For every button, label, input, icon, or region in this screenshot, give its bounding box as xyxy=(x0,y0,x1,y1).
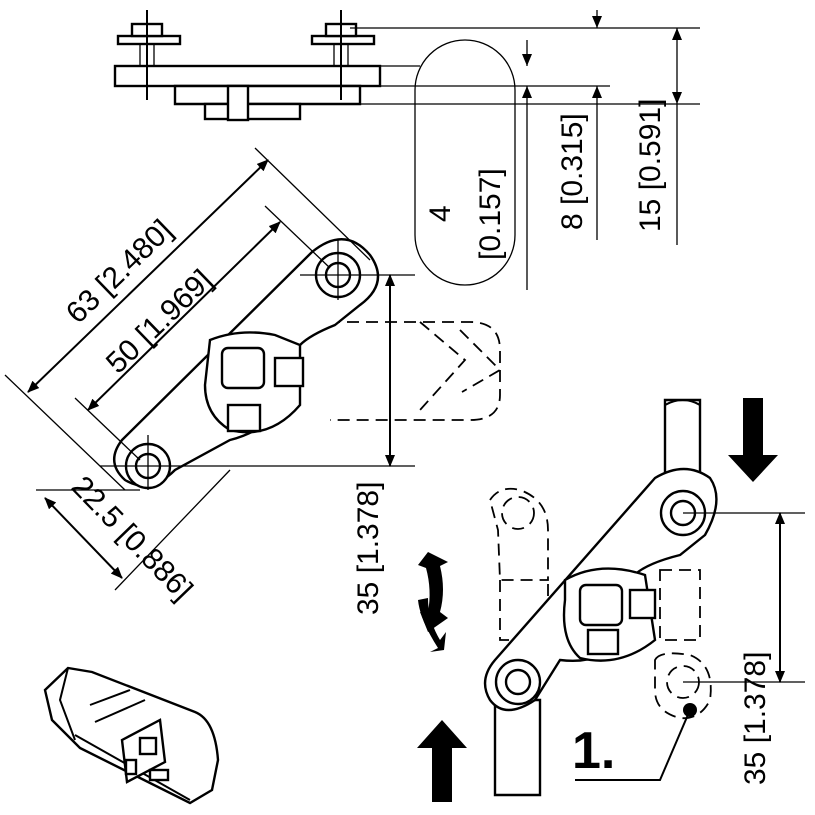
plan-view xyxy=(4,147,502,591)
push-up-arrow-icon xyxy=(417,720,467,802)
assembly-view xyxy=(417,398,805,802)
height-35-left-dimension: 35 [1.378] xyxy=(352,482,385,615)
latch-iso-view xyxy=(43,666,220,805)
step-1-callout: 1. xyxy=(572,722,615,780)
thickness-value-inch: [0.157] xyxy=(474,168,507,260)
push-down-arrow-icon xyxy=(728,398,778,482)
rotation-arrow-icon xyxy=(418,552,448,652)
depth-8-dimension: 8 [0.315] xyxy=(556,113,589,230)
thickness-capsule xyxy=(414,39,516,286)
side-view xyxy=(113,10,700,290)
height-35-right-dimension: 35 [1.378] xyxy=(739,652,772,785)
depth-15-dimension: 15 [0.591] xyxy=(634,99,667,232)
thickness-value: 4 xyxy=(424,205,457,222)
